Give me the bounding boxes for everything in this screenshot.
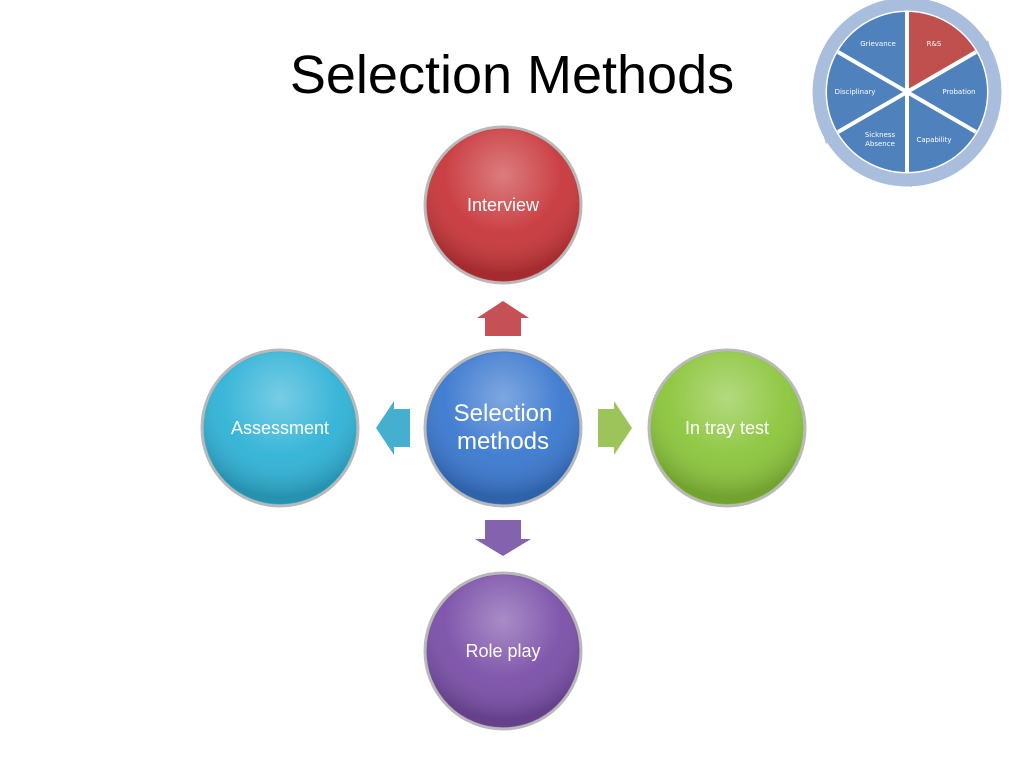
wheel-segment	[827, 52, 907, 132]
node-assessment	[200, 348, 360, 508]
wheel-segment	[907, 52, 987, 132]
wheel-label-probation: Probation	[942, 88, 975, 96]
wheel-label-grievance: Grievance	[860, 40, 896, 48]
process-wheel: Grievance R&S Probation Capability Sickn…	[812, 0, 1002, 187]
wheel-label-disciplinary: Disciplinary	[835, 88, 876, 96]
wheel-label-rs: R&S	[927, 40, 942, 48]
node-role-play	[423, 571, 583, 731]
node-in-tray-test	[647, 348, 807, 508]
wheel-segment	[837, 12, 907, 92]
wheel-segment	[907, 92, 977, 172]
slide-title: Selection Methods	[289, 45, 735, 105]
wheel-label-capability: Capability	[916, 136, 951, 144]
node-center	[423, 348, 583, 508]
arrow-down-icon	[475, 520, 531, 556]
arrow-left-icon	[376, 401, 410, 455]
arrow-right-icon	[598, 401, 632, 455]
wheel-segment	[907, 12, 977, 92]
node-interview	[423, 125, 583, 285]
arrow-up-icon	[477, 301, 529, 336]
wheel-segment	[837, 92, 907, 172]
